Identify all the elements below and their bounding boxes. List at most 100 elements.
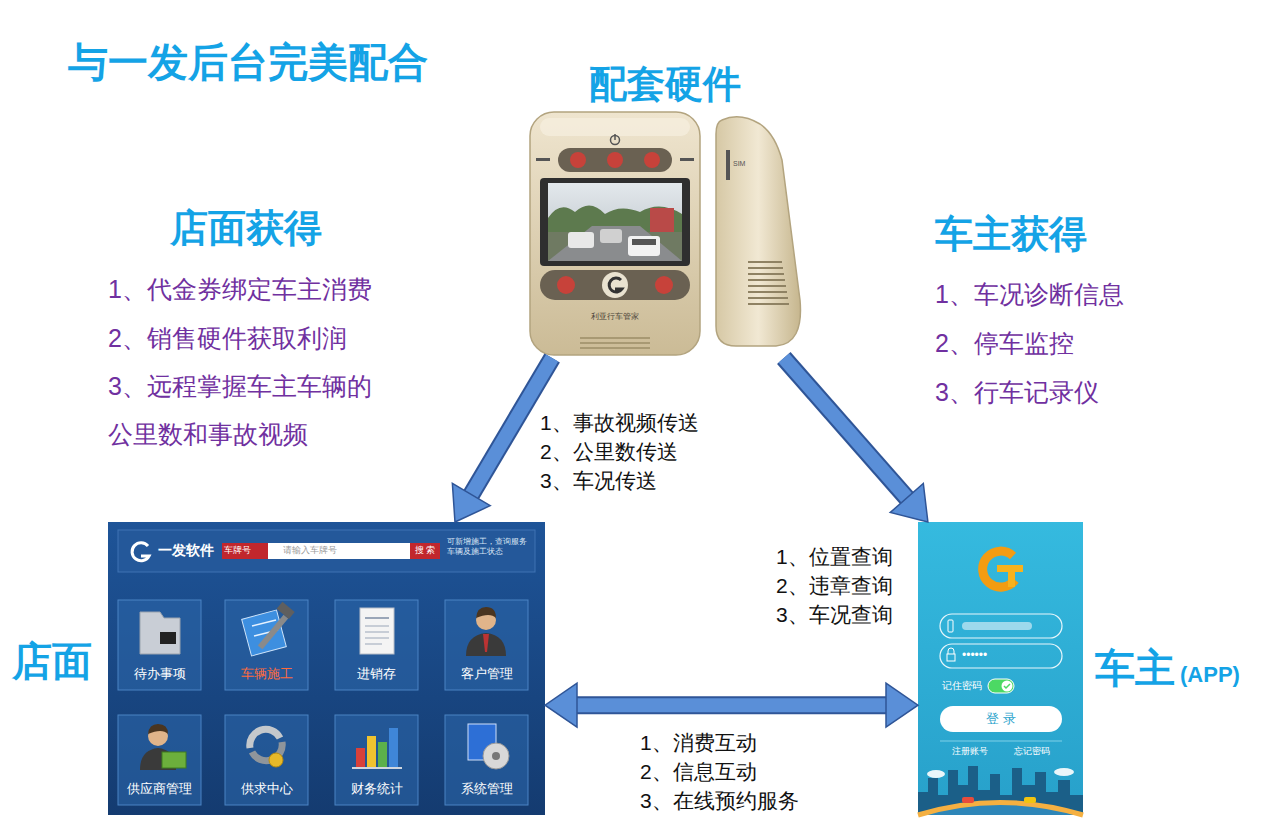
exchange-icon [250,729,283,767]
blueprint-hammer-icon-part [258,615,288,649]
dashcam-front-part [540,270,690,300]
folder-icon-part [140,612,180,654]
arrow-outline [576,696,887,714]
search-button: 搜 索 [412,545,438,556]
dashcam-front-part [644,152,660,168]
menu-tile-ground [118,600,528,805]
login-button: 登 录 [940,711,1062,727]
blueprint-hammer-icon [242,602,295,656]
document-icon-part [365,644,382,645]
dashcam-front-part [600,229,622,243]
folder-icon [140,612,180,654]
store-software-screenshot-part [118,530,535,572]
dashcam-side [716,117,801,346]
owner-app-screenshot-part [940,706,1062,732]
dashcam-front-part [628,236,660,256]
document-icon-part [365,632,389,633]
password-mask: •••••• [962,648,987,662]
tile-label: 供应商管理 [118,781,201,797]
owner-app-screenshot-part [940,741,1062,742]
owner-app-screenshot-part [1002,681,1013,692]
arrow-shaft [576,698,887,712]
menu-tile-ground-part [335,600,418,690]
hardware-device: 配套硬件 [530,110,800,358]
dashcam-side-part [748,297,788,299]
section-heading: 车主获得 [935,212,1087,258]
edge-label: 1、消费互动 2、信息互动 3、在线预约服务 [640,728,860,815]
owner-app-screenshot-part [1008,565,1015,587]
menu-tile: 系统管理 [445,715,528,805]
dashcam-side-part [748,267,783,269]
benefit-item: 1、车况诊断信息 [935,279,1124,309]
bar-chart-icon-part [389,728,398,768]
document-icon-part [365,617,389,619]
benefit-item: 3、行车记录仪 [935,377,1099,407]
dashcam-front-part [557,276,575,294]
arrow-shaft [784,358,908,499]
exchange-icon-part [250,729,280,748]
device-brand: 利亚行车管家 [560,312,670,322]
benefit-item: 2、销售硬件获取利润 [108,323,347,353]
exchange-icon-part [269,753,283,767]
dashcam-front-part [558,148,672,172]
person-icon [466,607,506,656]
arrow-outline [784,358,908,499]
owner-app-screenshot-part [948,620,953,632]
dashcam-front-part [530,112,700,355]
owner-app-screenshot-part [918,803,1083,816]
dashcam-front-part [614,134,616,140]
dashcam-front-part [536,158,550,161]
remember-label: 记住密码 [942,680,982,692]
owner-app-screenshot-part [940,614,1062,638]
dashcam-front-part [607,152,623,168]
menu-tile: 供求中心 [225,715,308,805]
bar-chart-icon-part [356,748,365,768]
benefit-item: 1、代金券绑定车主消费 [108,274,372,304]
owner-app-screenshot-part [927,770,945,778]
edge-label: 1、事故视频传送 2、公里数传送 3、车况传送 [540,408,730,495]
dashcam-side-part [748,291,787,293]
folder-icon-part [160,632,176,644]
dashcam-front [530,112,700,355]
block-arrow [576,705,887,706]
slot-label: SIM [733,160,745,168]
node-heading: 车主 [1095,644,1175,692]
dashcam-side-part [748,261,782,263]
menu-tile: 财务统计 [335,715,418,805]
search-field-type: 车牌号 [224,545,251,556]
document-icon-part [360,608,394,654]
system-icon-part [483,743,509,769]
bar-chart-icon [352,728,402,768]
dashcam-front-part [650,208,674,232]
supplier-icon-part [162,752,186,768]
menu-tile: 客户管理 [445,600,528,690]
store-software-screenshot-part [410,543,440,559]
menu-tile-ground-part [118,715,201,805]
dashcam-front-part [655,276,673,294]
menu-tile-ground-part [445,600,528,690]
tile-label: 供求中心 [225,781,308,797]
bar-chart-icon-part [378,742,387,768]
node-subheading: (APP) [1180,662,1240,688]
document-icon-part [365,638,389,639]
bar-chart-icon-part [367,736,376,768]
owner-app-screenshot-part [918,803,1083,816]
owner-app-screenshot-part [948,648,954,654]
dashcam-front-part [568,232,594,248]
owner-app-screenshot-part [962,797,974,803]
menu-tile: 供应商管理 [118,715,201,805]
bar-chart-icon-part [352,767,402,769]
menu-tile-ground-part [225,715,308,805]
benefit-item: 2、停车监控 [935,328,1074,358]
dashcam-front-part [570,152,586,168]
search-hint: 可新增施工，查询服务车辆及施工状态 [447,537,533,557]
owner-app-screenshot-part [962,622,1032,630]
store-software-screenshot-part [108,522,545,815]
person-icon-part [466,633,506,656]
dashcam-side-part [748,285,786,287]
system-icon [468,724,509,769]
dashcam-side-part [748,303,789,305]
section-heading: 店面获得 [170,206,322,252]
menu-tile-ground-part [118,600,201,690]
dashcam-side-part [726,150,730,180]
